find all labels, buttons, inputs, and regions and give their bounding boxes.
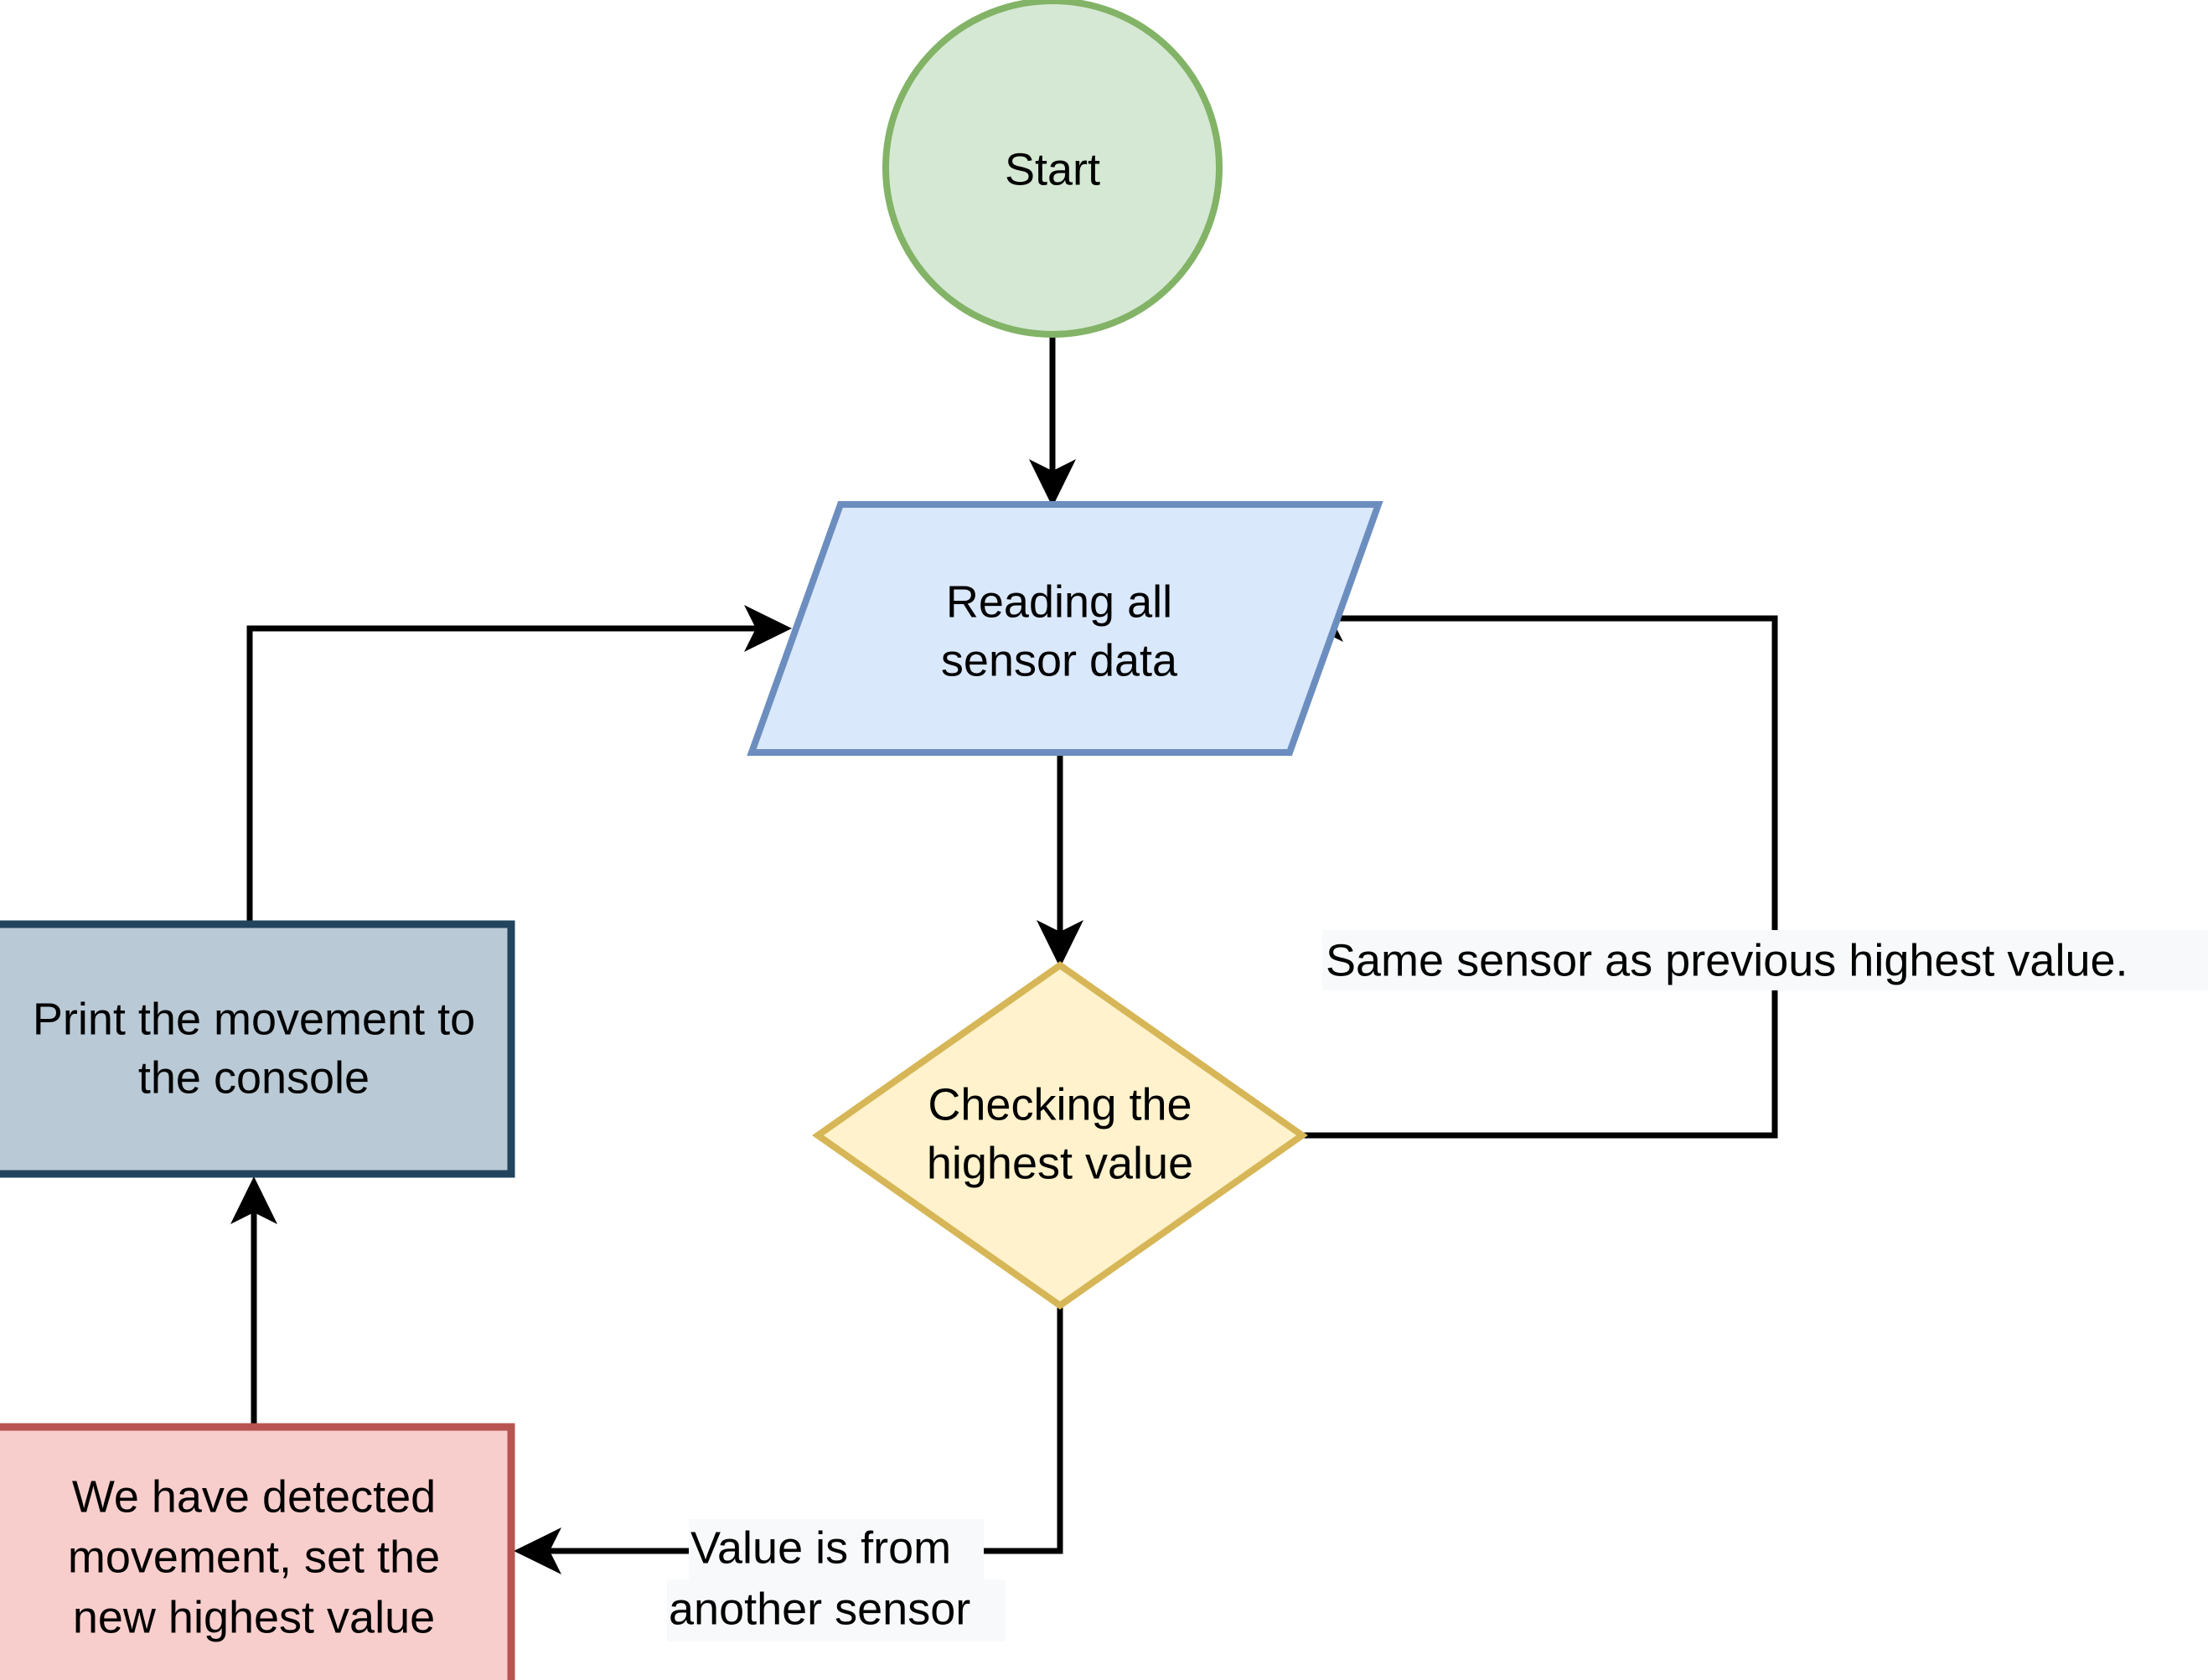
edge-label-same-sensor: Same sensor as previous highest value. — [1322, 930, 2208, 990]
detected-label-line2: movement, set the — [68, 1532, 440, 1582]
reading-parallelogram-shape[interactable] — [747, 501, 1383, 756]
checking-label-line2: highest value — [927, 1138, 1193, 1188]
checking-label-line1: Checking the — [928, 1079, 1192, 1129]
print-label-line1: Print the movement to — [33, 994, 475, 1044]
print-rect-shape[interactable] — [0, 920, 515, 1178]
edge-detected-to-print — [230, 1176, 277, 1426]
node-start[interactable]: Start — [882, 0, 1223, 338]
same-sensor-label-text: Same sensor as previous highest value. — [1326, 935, 2128, 985]
reading-label-line2: sensor data — [941, 635, 1178, 685]
print-label-line2: the console — [138, 1052, 370, 1103]
another-sensor-label-background-line2 — [667, 1579, 1006, 1641]
node-reading-sensor-data[interactable]: Reading all sensor data — [747, 501, 1383, 756]
another-sensor-label-line2: another sensor — [669, 1584, 970, 1634]
detected-rect-shape[interactable] — [0, 1423, 515, 1680]
checking-diamond-shape[interactable] — [812, 961, 1308, 1310]
arrowhead-reading-to-checking — [1037, 920, 1083, 968]
edge-reading-to-checking — [1037, 754, 1083, 968]
node-detected-movement[interactable]: We have detected movement, set the new h… — [0, 1423, 515, 1680]
same-sensor-label-background — [1322, 930, 2208, 990]
detected-label-line3: new highest value — [73, 1592, 435, 1642]
detected-label-line1: We have detected — [72, 1471, 436, 1522]
arrowhead-start-to-reading — [1029, 459, 1076, 507]
node-print-movement[interactable]: Print the movement to the console — [0, 920, 515, 1178]
reading-label-line1: Reading all — [946, 576, 1172, 627]
edge-print-to-reading — [246, 605, 792, 923]
start-label: Start — [1005, 144, 1100, 194]
another-sensor-label-line1: Value is from — [690, 1522, 951, 1573]
edge-line-same-sensor — [1304, 615, 1778, 1139]
edge-checking-same-sensor — [1295, 595, 1778, 1139]
arrowhead-another-sensor — [514, 1528, 561, 1574]
another-sensor-label-background-line1 — [689, 1519, 984, 1579]
edge-label-another-sensor: Value is from another sensor — [667, 1519, 1006, 1641]
edge-start-to-reading — [1029, 335, 1076, 507]
arrowhead-print-to-reading — [744, 605, 792, 652]
edge-line-another-sensor — [536, 1305, 1063, 1554]
edge-line-print-to-reading — [246, 625, 767, 923]
arrowhead-detected-to-print — [230, 1176, 277, 1224]
start-circle-shape[interactable] — [882, 0, 1223, 338]
node-checking-highest-value[interactable]: Checking the highest value — [812, 961, 1308, 1310]
